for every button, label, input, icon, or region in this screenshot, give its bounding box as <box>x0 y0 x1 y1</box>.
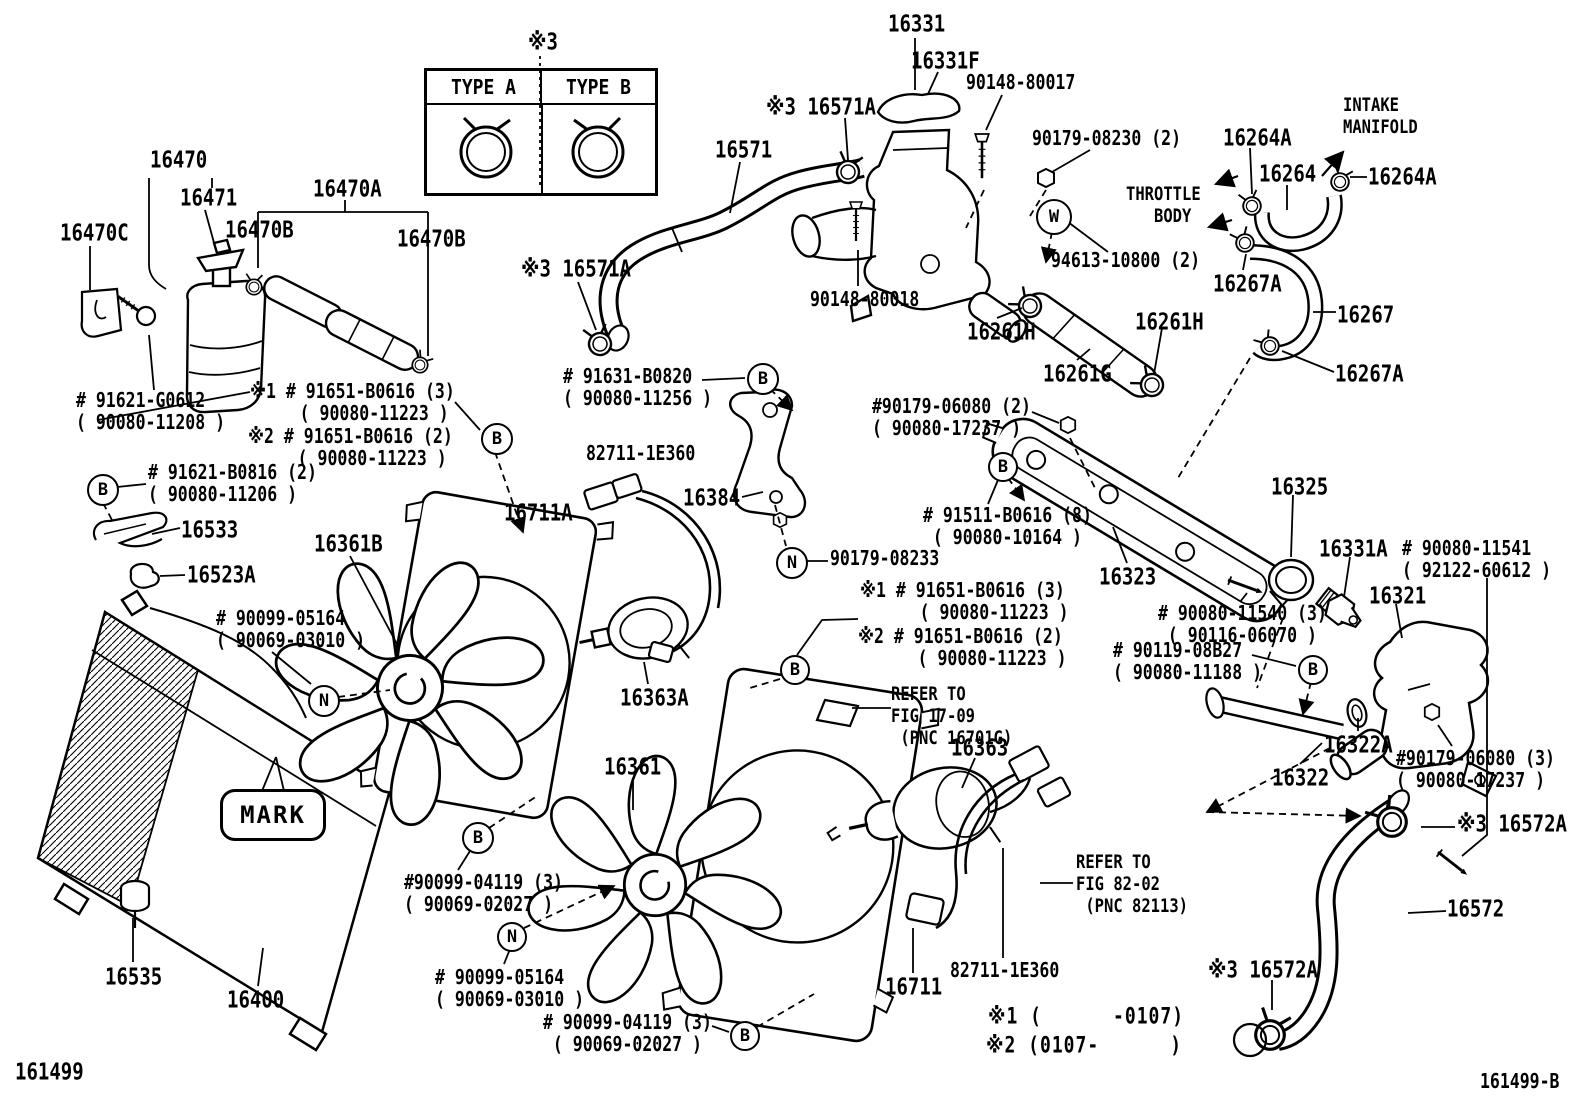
leader-lines <box>89 38 1488 1033</box>
motor-16363-art <box>826 766 1002 850</box>
fan-shroud-16711-art <box>661 667 940 1043</box>
reservoir-art <box>185 238 267 414</box>
direction-arrows <box>1206 150 1345 232</box>
refer-tag-art <box>815 698 860 728</box>
hose-16571-art <box>598 158 865 352</box>
hose-16267-art <box>1249 244 1324 362</box>
bolt-91621-art <box>117 295 157 327</box>
clamp-type-table: TYPE A TYPE B <box>424 68 658 196</box>
clamp-16533-art <box>92 511 168 548</box>
mark-balloon: MARK <box>220 789 326 841</box>
type-b-header: TYPE B <box>540 68 655 106</box>
drain-plug-16535-art <box>119 879 151 928</box>
gasket-16325-art <box>1267 558 1315 602</box>
hose-16264-art <box>1253 194 1343 253</box>
wire-harness-top-art <box>583 473 722 664</box>
radiator-art <box>36 589 392 1052</box>
motor-16363A-art <box>579 596 690 660</box>
dashed-leaders <box>102 56 1362 1028</box>
hose-16470B-art <box>263 275 420 371</box>
bracket-16470C-art <box>80 287 123 338</box>
outlet-pipe-16323-art <box>981 417 1297 623</box>
grommet-16523A-art <box>129 562 160 589</box>
type-a-header: TYPE A <box>450 74 517 100</box>
switch-16331A-art <box>1314 586 1362 629</box>
table-divider <box>541 103 543 193</box>
inlet-housing-16321-art <box>1329 620 1498 798</box>
wire-harness-bottom-art <box>905 745 1072 930</box>
water-inlet-16331-art <box>791 92 1028 343</box>
bypass-pipe-16322-art <box>1205 687 1368 741</box>
bracket-16384-art <box>729 388 807 519</box>
